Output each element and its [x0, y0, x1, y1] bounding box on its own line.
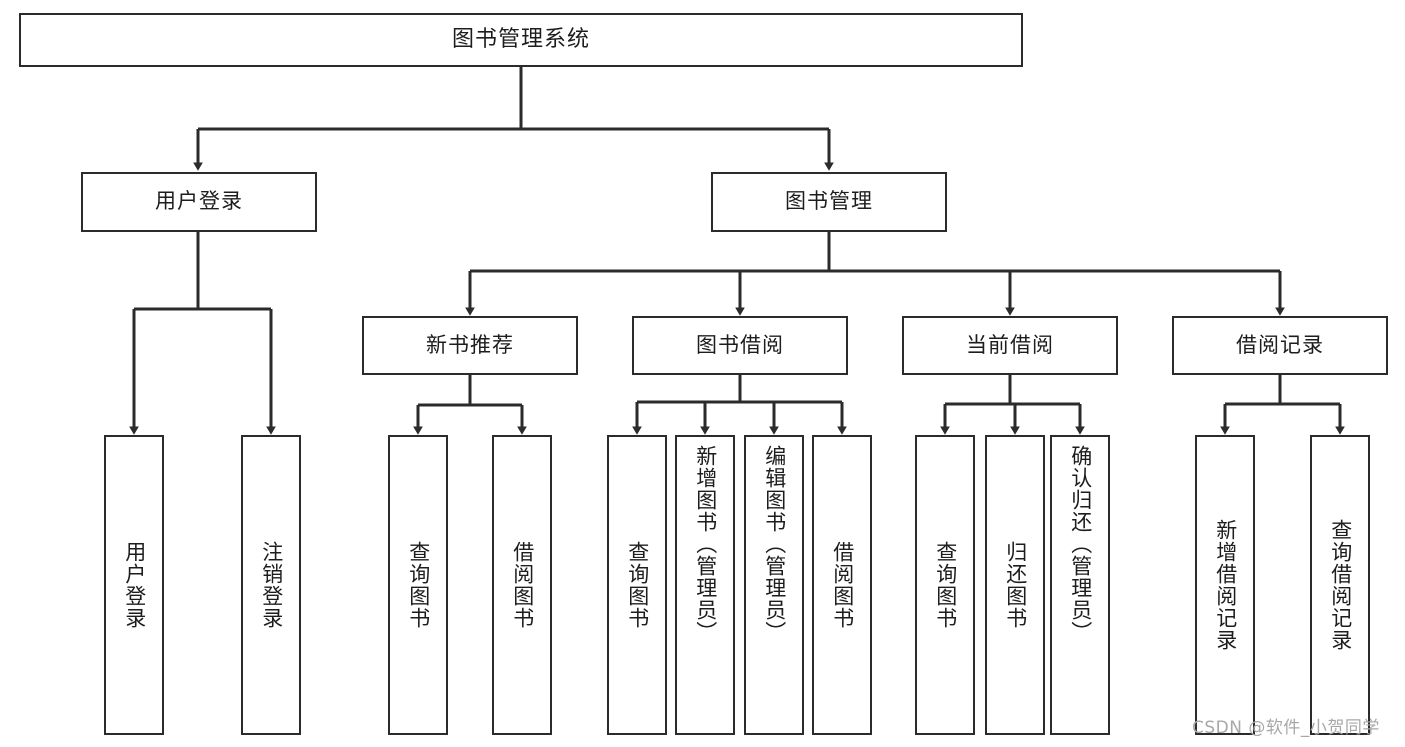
- node-label: 新增借阅记录: [1213, 519, 1238, 651]
- node-label: 查询图书: [406, 541, 431, 629]
- node-current-borrow[interactable]: 当前借阅: [902, 316, 1118, 375]
- node-label: 图书管理: [785, 189, 873, 214]
- node-label: 查询借阅记录: [1328, 519, 1353, 651]
- node-leaf-query-book-1[interactable]: 查询图书: [388, 435, 448, 735]
- node-user-login[interactable]: 用户登录: [81, 172, 317, 232]
- node-leaf-borrow-book-2[interactable]: 借阅图书: [812, 435, 872, 735]
- node-leaf-borrow-book-1[interactable]: 借阅图书: [492, 435, 552, 735]
- node-label: 用户登录: [122, 541, 147, 629]
- node-book-management[interactable]: 图书管理: [711, 172, 947, 232]
- node-label: 查询图书: [625, 541, 650, 629]
- node-label: 当前借阅: [966, 332, 1054, 357]
- node-leaf-add-borrow-record[interactable]: 新增借阅记录: [1195, 435, 1255, 735]
- node-label: 归还图书: [1003, 541, 1028, 629]
- node-label: 借阅图书: [830, 541, 855, 629]
- watermark-text: CSDN @软件_小贺同学: [1192, 718, 1380, 738]
- node-new-book-recommend[interactable]: 新书推荐: [362, 316, 578, 375]
- node-leaf-query-book-3[interactable]: 查询图书: [915, 435, 975, 735]
- node-label: 新增图书（管理员）: [693, 445, 718, 643]
- node-label: 借阅图书: [510, 541, 535, 629]
- node-leaf-edit-book[interactable]: 编辑图书（管理员）: [744, 435, 804, 735]
- node-leaf-query-borrow-record[interactable]: 查询借阅记录: [1310, 435, 1370, 735]
- node-leaf-confirm-return[interactable]: 确认归还（管理员）: [1050, 435, 1110, 735]
- node-label: 用户登录: [155, 189, 243, 214]
- node-leaf-user-login[interactable]: 用户登录: [104, 435, 164, 735]
- node-label: 编辑图书（管理员）: [762, 445, 787, 643]
- node-label: 借阅记录: [1236, 332, 1324, 357]
- node-leaf-logout-login[interactable]: 注销登录: [241, 435, 301, 735]
- node-leaf-return-book[interactable]: 归还图书: [985, 435, 1045, 735]
- node-label: 新书推荐: [426, 332, 514, 357]
- node-label: 确认归还（管理员）: [1068, 445, 1093, 643]
- node-label: 注销登录: [259, 541, 284, 629]
- node-root-system[interactable]: 图书管理系统: [19, 13, 1023, 67]
- node-book-borrow[interactable]: 图书借阅: [632, 316, 848, 375]
- node-label: 图书借阅: [696, 332, 784, 357]
- node-leaf-add-book[interactable]: 新增图书（管理员）: [675, 435, 735, 735]
- node-leaf-query-book-2[interactable]: 查询图书: [607, 435, 667, 735]
- node-label: 图书管理系统: [451, 26, 590, 52]
- node-label: 查询图书: [933, 541, 958, 629]
- node-borrow-record[interactable]: 借阅记录: [1172, 316, 1388, 375]
